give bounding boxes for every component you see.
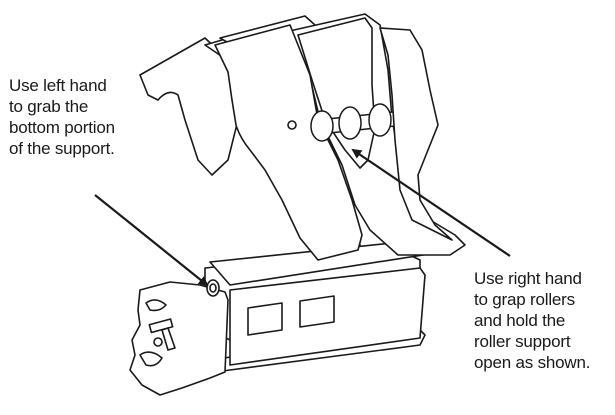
left-instruction-line: Use left hand xyxy=(9,76,107,95)
right-instruction-line: Use right hand xyxy=(474,269,582,288)
roller-wheel-2 xyxy=(338,106,362,140)
roller-wheel-1 xyxy=(310,110,334,142)
base-slot-left xyxy=(247,302,283,336)
base-left-side-plate xyxy=(129,281,229,396)
right-instruction-line: roller support xyxy=(474,332,571,351)
right-instruction-line: to grap rollers xyxy=(474,290,575,309)
left-hand-instruction: Use left hand to grab the bottom portion… xyxy=(9,75,115,159)
right-instruction-line: open as shown. xyxy=(474,353,591,372)
right-callout-arrow xyxy=(351,148,511,257)
side-plate-hook-bottom xyxy=(139,351,163,367)
roller-wheel-3 xyxy=(368,103,392,137)
left-instruction-line: of the support. xyxy=(9,139,115,158)
side-plate-hook-top xyxy=(145,299,167,312)
left-callout-arrow xyxy=(94,194,209,287)
latch-pin xyxy=(161,327,176,351)
base-slot-right xyxy=(299,295,335,328)
right-instruction-line: and hold the xyxy=(474,311,566,330)
left-instruction-line: to grab the xyxy=(9,97,89,116)
pivot-pin-center xyxy=(209,283,217,293)
latch-screw xyxy=(153,337,163,347)
outer-roller-plate xyxy=(379,27,453,241)
front-left-roller-arm xyxy=(214,24,363,261)
left-instruction-line: bottom portion xyxy=(9,118,115,137)
pivot-hole xyxy=(287,120,297,130)
right-hand-instruction: Use right hand to grap rollers and hold … xyxy=(474,268,590,373)
rear-side-plate xyxy=(139,37,239,176)
